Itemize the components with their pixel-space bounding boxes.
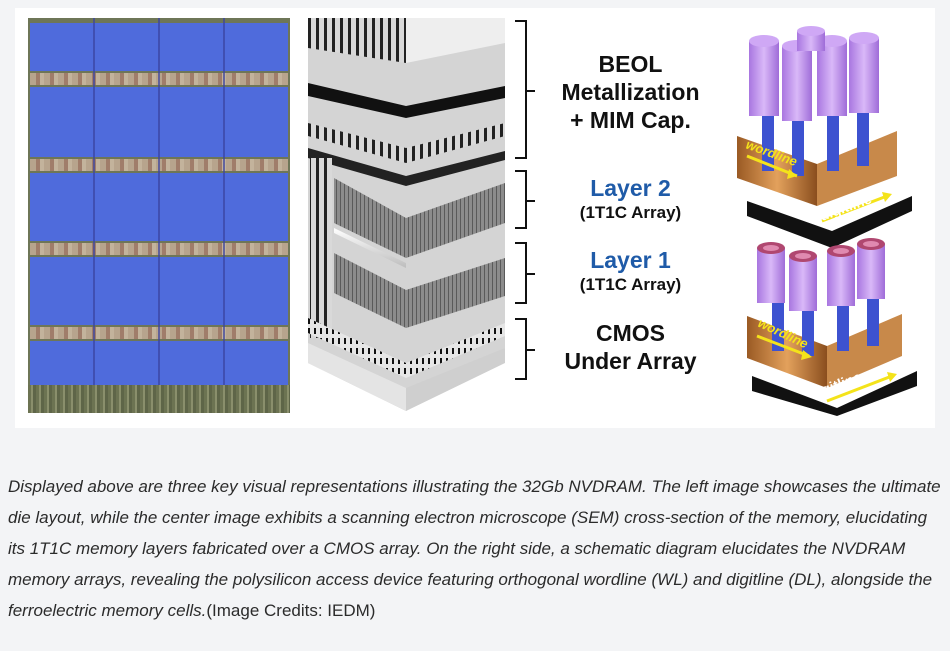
beol-line2: Metallization <box>561 79 700 105</box>
layer1-subtitle: (1T1C Array) <box>579 275 682 294</box>
cmos-label: CMOS Under Array <box>543 319 718 375</box>
layer-labels: BEOL Metallization + MIM Cap. Layer 2 (1… <box>503 18 718 380</box>
beol-line1: BEOL <box>598 51 663 77</box>
layer1-label: Layer 1 (1T1C Array) <box>543 246 718 296</box>
figure-image: BEOL Metallization + MIM Cap. Layer 2 (1… <box>15 8 935 428</box>
beol-label: BEOL Metallization + MIM Cap. <box>543 50 718 134</box>
layer1-bracket <box>515 242 535 304</box>
die-divider <box>93 18 95 385</box>
cmos-line2: Under Array <box>564 348 697 374</box>
die-divider <box>223 18 225 385</box>
lower-array <box>747 238 917 416</box>
caption-text: Displayed above are three key visual rep… <box>8 477 941 620</box>
layer1-title: Layer 1 <box>590 247 671 273</box>
die-io-region <box>28 385 290 413</box>
nvdram-schematic-image: wordline digitline w <box>737 26 917 416</box>
layer2-title: Layer 2 <box>590 175 671 201</box>
image-credits: (Image Credits: IEDM) <box>206 601 376 620</box>
layer2-bracket <box>515 170 535 229</box>
figure-caption: Displayed above are three key visual rep… <box>8 471 943 626</box>
sem-cross-section-image <box>308 18 505 411</box>
upper-array <box>737 26 912 248</box>
die-divider <box>158 18 160 385</box>
beol-bracket <box>515 20 535 159</box>
die-layout-image <box>28 18 290 413</box>
cmos-line1: CMOS <box>596 320 665 346</box>
layer2-subtitle: (1T1C Array) <box>579 203 682 222</box>
layer2-label: Layer 2 (1T1C Array) <box>543 174 718 224</box>
cmos-bracket <box>515 318 535 380</box>
beol-line3: + MIM Cap. <box>570 107 691 133</box>
